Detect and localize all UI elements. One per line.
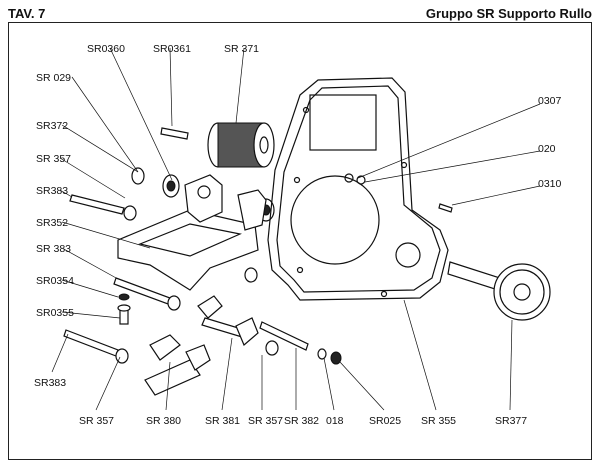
callout-sr352: SR352	[36, 217, 68, 229]
small-screws	[438, 203, 453, 213]
callout-018: 018	[326, 415, 344, 427]
callout-sr371: SR 371	[224, 43, 259, 55]
link-sr380	[144, 334, 211, 396]
leader-lines	[51, 47, 541, 411]
callout-sr357: SR 357	[36, 153, 71, 165]
callout-labels: SR0360 SR0361 SR 371 SR 029 SR372 SR 357…	[34, 43, 562, 427]
callout-020: 020	[538, 143, 556, 155]
callout-sr383-b: SR 383	[36, 243, 71, 255]
pin-sr0361	[160, 127, 189, 140]
link-sr381	[197, 295, 259, 346]
screw-sr383-lower	[63, 329, 129, 364]
callout-sr029: SR 029	[36, 72, 71, 84]
callout-sr381: SR 381	[205, 415, 240, 427]
callout-sr0360: SR0360	[87, 43, 125, 55]
callout-sr0354: SR0354	[36, 275, 74, 287]
side-plate-sr355	[267, 77, 449, 301]
callout-0310: 0310	[538, 178, 562, 190]
callout-sr372: SR372	[36, 120, 68, 132]
callout-sr357-b: SR 357	[79, 415, 114, 427]
callout-sr382: SR 382	[284, 415, 319, 427]
shaft-sr382	[259, 321, 342, 365]
callout-0307: 0307	[538, 95, 562, 107]
callout-sr383-c: SR383	[34, 377, 66, 389]
roller-sr371	[207, 122, 275, 168]
callout-sr355: SR 355	[421, 415, 456, 427]
callout-sr383: SR383	[36, 185, 68, 197]
callout-sr0355: SR0355	[36, 307, 74, 319]
callout-sr377: SR377	[495, 415, 527, 427]
diagram-frame	[8, 22, 592, 460]
screw-sr383-middle	[113, 277, 181, 325]
callout-sr357-c: SR 357	[248, 415, 283, 427]
callout-sr025: SR025	[369, 415, 401, 427]
callout-sr0361: SR0361	[153, 43, 191, 55]
gear-sr377	[447, 261, 551, 321]
spacers-sr357	[244, 267, 279, 356]
bracket-sr352	[117, 174, 267, 291]
plate-number: TAV. 7	[8, 6, 46, 21]
callout-sr380: SR 380	[146, 415, 181, 427]
screw-sr383-upper	[69, 194, 137, 221]
diagram-title: Gruppo SR Supporto Rullo	[425, 6, 592, 21]
